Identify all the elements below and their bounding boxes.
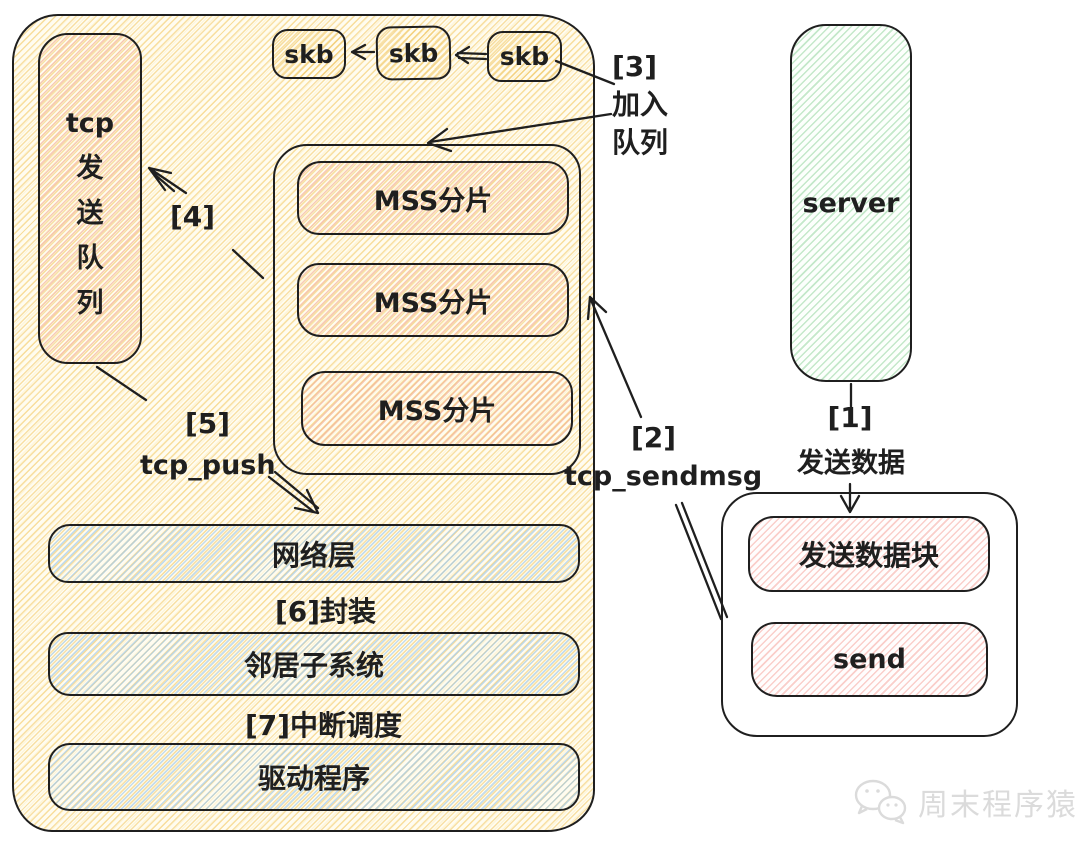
server-box: server	[790, 24, 912, 382]
tcp-sendmsg-label: tcp_sendmsg	[564, 461, 763, 492]
mss-label: MSS分片	[373, 287, 493, 319]
skb-label: skb	[284, 39, 334, 69]
mss-fragment-box-1: MSS分片	[297, 161, 569, 235]
step3-text-line2: 加入	[612, 88, 669, 121]
skb-label: skb	[388, 38, 439, 68]
send-call-label: send	[833, 644, 906, 675]
mss-fragment-box-2: MSS分片	[297, 263, 569, 337]
step5-label: [5]	[185, 407, 231, 440]
step7-label: [7]中断调度	[244, 709, 403, 742]
skb-box-3: skb	[487, 31, 562, 82]
skb-box-1: skb	[272, 29, 346, 79]
skb-label: skb	[499, 42, 550, 71]
network-layer-label: 网络层	[271, 538, 356, 572]
skb-box-2: skb	[375, 25, 452, 81]
send-call-box: send	[751, 622, 988, 697]
driver-box: 驱动程序	[48, 743, 580, 811]
mss-label: MSS分片	[373, 185, 493, 217]
tcp-send-queue-box: tcp 发 送 队 列	[38, 33, 142, 364]
mss-fragment-box-3: MSS分片	[301, 371, 573, 446]
kernel-panel: tcp 发 送 队 列 skb skb skb MSS分片 MSS分片	[12, 14, 595, 832]
step2-label: [2]	[631, 421, 677, 454]
user-process-container: 发送数据块 send	[721, 492, 1018, 737]
send-data-block-box: 发送数据块	[748, 516, 990, 592]
network-layer-box: 网络层	[48, 524, 580, 583]
step6-label: [6]封装	[274, 595, 377, 628]
step1-label: [1]	[827, 401, 873, 434]
wechat-icon	[854, 779, 907, 825]
tcp-push-label: tcp_push	[140, 450, 276, 481]
send-data-label: 发送数据	[797, 448, 905, 479]
arrow-step2-to-container	[586, 295, 643, 419]
step4-label: [4]	[170, 200, 216, 233]
step3-text-line3: 队列	[612, 126, 669, 159]
driver-label: 驱动程序	[257, 762, 370, 795]
watermark: 周末程序猿	[852, 778, 1078, 826]
neighbor-subsystem-label: 邻居子系统	[243, 649, 384, 682]
neighbor-subsystem-box: 邻居子系统	[48, 632, 580, 696]
server-label: server	[802, 187, 900, 219]
mss-label: MSS分片	[377, 396, 497, 427]
watermark-text: 周末程序猿	[918, 788, 1078, 823]
tcp-send-queue-label: tcp 发 送 队 列	[65, 108, 115, 319]
step3-label: [3]	[612, 50, 658, 83]
line-sendmsg-to-container	[674, 501, 729, 621]
mss-fragments-container: MSS分片 MSS分片 MSS分片	[273, 144, 581, 475]
step3-annotation: [3] 加入 队列	[612, 48, 668, 162]
send-data-block-label: 发送数据块	[798, 539, 939, 572]
